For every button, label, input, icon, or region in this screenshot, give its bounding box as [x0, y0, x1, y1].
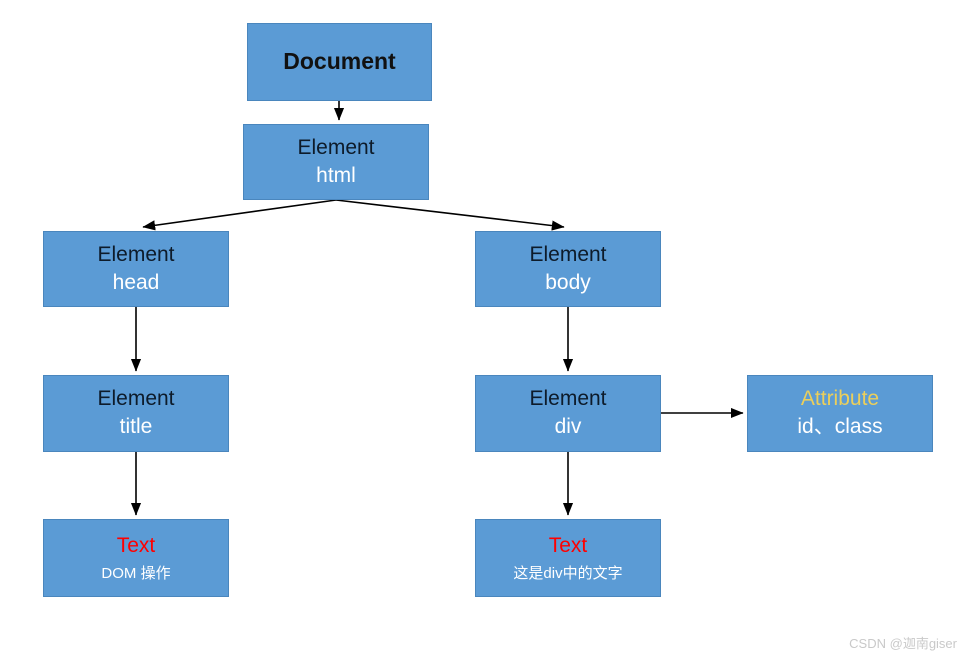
node-element-html-name: html — [316, 163, 356, 187]
node-text-div-type: Text — [548, 533, 588, 557]
node-element-div-type: Element — [529, 387, 607, 411]
node-text-title[interactable]: Text DOM 操作 — [43, 519, 229, 597]
node-document[interactable]: Document — [247, 23, 432, 101]
node-element-head-name: head — [112, 270, 160, 294]
node-element-div-name: div — [554, 415, 582, 438]
node-element-body[interactable]: Element body — [475, 231, 661, 307]
node-text-div-content: 这是div中的文字 — [513, 564, 623, 582]
node-attribute-name: id、class — [797, 415, 883, 438]
node-document-label: Document — [283, 48, 396, 75]
watermark: CSDN @迦南giser — [849, 636, 957, 651]
node-text-title-type: Text — [116, 533, 156, 557]
node-element-div[interactable]: Element div — [475, 375, 661, 452]
node-element-title-name: title — [119, 415, 153, 438]
node-element-html[interactable]: Element html — [243, 124, 429, 200]
node-attribute-type: Attribute — [800, 387, 880, 411]
node-element-title[interactable]: Element title — [43, 375, 229, 452]
node-element-head-type: Element — [97, 242, 175, 266]
edge-html-to-head — [142, 199, 337, 231]
node-element-body-type: Element — [529, 242, 607, 266]
edge-html-to-body — [335, 199, 565, 231]
node-text-title-content: DOM 操作 — [101, 564, 171, 582]
node-element-html-type: Element — [297, 135, 375, 159]
node-text-div[interactable]: Text 这是div中的文字 — [475, 519, 661, 597]
node-attribute[interactable]: Attribute id、class — [747, 375, 933, 452]
node-element-body-name: body — [545, 270, 591, 294]
node-element-head[interactable]: Element head — [43, 231, 229, 307]
node-element-title-type: Element — [97, 387, 175, 411]
